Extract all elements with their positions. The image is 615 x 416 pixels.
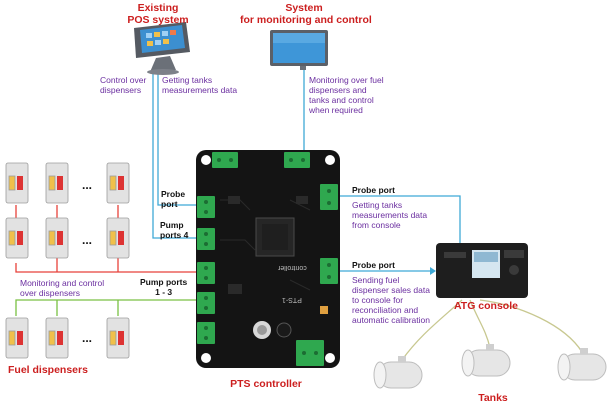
pos-control-line bbox=[152, 72, 196, 239]
pump-ports-1-3-label: Pump ports 1 - 3 bbox=[140, 277, 188, 297]
tank-cable-1 bbox=[401, 299, 463, 361]
probe-upper-line bbox=[340, 195, 461, 243]
tank-icon-3 bbox=[557, 348, 607, 381]
tank-icon-1 bbox=[373, 356, 423, 389]
monitor-icon bbox=[270, 30, 328, 70]
fuel-dispenser-icon bbox=[45, 217, 69, 259]
dispenser-ellipsis-row-2: ... bbox=[82, 233, 93, 247]
fuel-dispenser-icon bbox=[106, 317, 130, 359]
fuel-dispenser-icon bbox=[5, 317, 29, 359]
pts-controller-title: PTS controller bbox=[230, 378, 302, 390]
pump-ports-4-label: Pump ports 4 bbox=[160, 220, 189, 240]
board-text-controller: controller bbox=[278, 264, 307, 271]
pos-tanks-data-label: Getting tanks measurements data bbox=[162, 75, 238, 95]
dispenser-ellipsis-row-1: ... bbox=[82, 178, 93, 192]
probe-port-left-label: Probe port bbox=[161, 189, 186, 209]
tank-cable-2 bbox=[469, 299, 491, 349]
fuel-dispenser-icon bbox=[106, 217, 130, 259]
fuel-dispenser-icon bbox=[5, 217, 29, 259]
atg-console-icon bbox=[436, 243, 528, 298]
dispenser-ellipsis-row-3: ... bbox=[82, 331, 93, 345]
fuel-dispenser-icon bbox=[5, 162, 29, 204]
tanks-title: Tanks bbox=[478, 392, 508, 404]
probe-lower-desc: Sending fuel dispenser sales data to con… bbox=[352, 275, 430, 325]
atg-console-title: ATG console bbox=[454, 300, 518, 312]
probe-lower-arrow bbox=[430, 267, 436, 275]
pos-control-label: Control over dispensers bbox=[100, 75, 147, 95]
probe-port-lower-label: Probe port bbox=[352, 260, 395, 270]
pos-title: Existing POS system bbox=[127, 2, 189, 26]
fuel-dispenser-icon bbox=[45, 317, 69, 359]
probe-port-upper-label: Probe port bbox=[352, 185, 395, 195]
tank-icon-2 bbox=[461, 344, 511, 377]
tank-cable-3 bbox=[479, 299, 583, 353]
dispensers-monitoring-label: Monitoring and control over dispensers bbox=[20, 278, 105, 298]
probe-upper-desc: Getting tanks measurements data from con… bbox=[352, 200, 428, 230]
board-text-pts: PTS-1 bbox=[282, 296, 302, 303]
dispenser-red-bus bbox=[15, 263, 196, 273]
pos-tanks-line bbox=[157, 72, 196, 206]
pos-terminal-icon bbox=[134, 22, 190, 75]
dispenser-green-bus bbox=[15, 299, 196, 316]
fuel-dispenser-icon bbox=[106, 162, 130, 204]
fuel-dispensers-title: Fuel dispensers bbox=[8, 364, 88, 376]
pts-controller-board bbox=[196, 150, 340, 368]
monitor-desc: Monitoring over fuel dispensers and tank… bbox=[309, 75, 384, 115]
monitor-title: System for monitoring and control bbox=[240, 2, 372, 26]
fuel-dispenser-icon bbox=[45, 162, 69, 204]
